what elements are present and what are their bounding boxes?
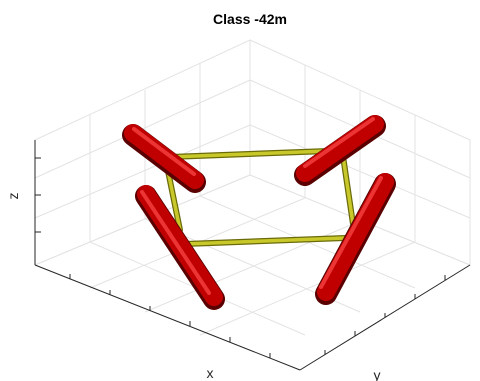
axes-frame (34, 140, 471, 371)
y-axis-ticks (324, 275, 446, 355)
rod-upper-right (294, 115, 386, 186)
z-axis-ticks (35, 157, 41, 233)
z-axis-label: z (5, 193, 21, 200)
y-axis-label: y (374, 367, 381, 381)
strut-group (164, 148, 356, 247)
rod-upper-left (122, 124, 206, 193)
figure-title: Class -42m (213, 11, 287, 27)
x-axis-label: x (207, 365, 214, 381)
x-axis-ticks (69, 274, 271, 358)
rod-lower-left (135, 185, 225, 310)
rod-lower-right (315, 173, 396, 305)
rod-group (122, 115, 396, 310)
